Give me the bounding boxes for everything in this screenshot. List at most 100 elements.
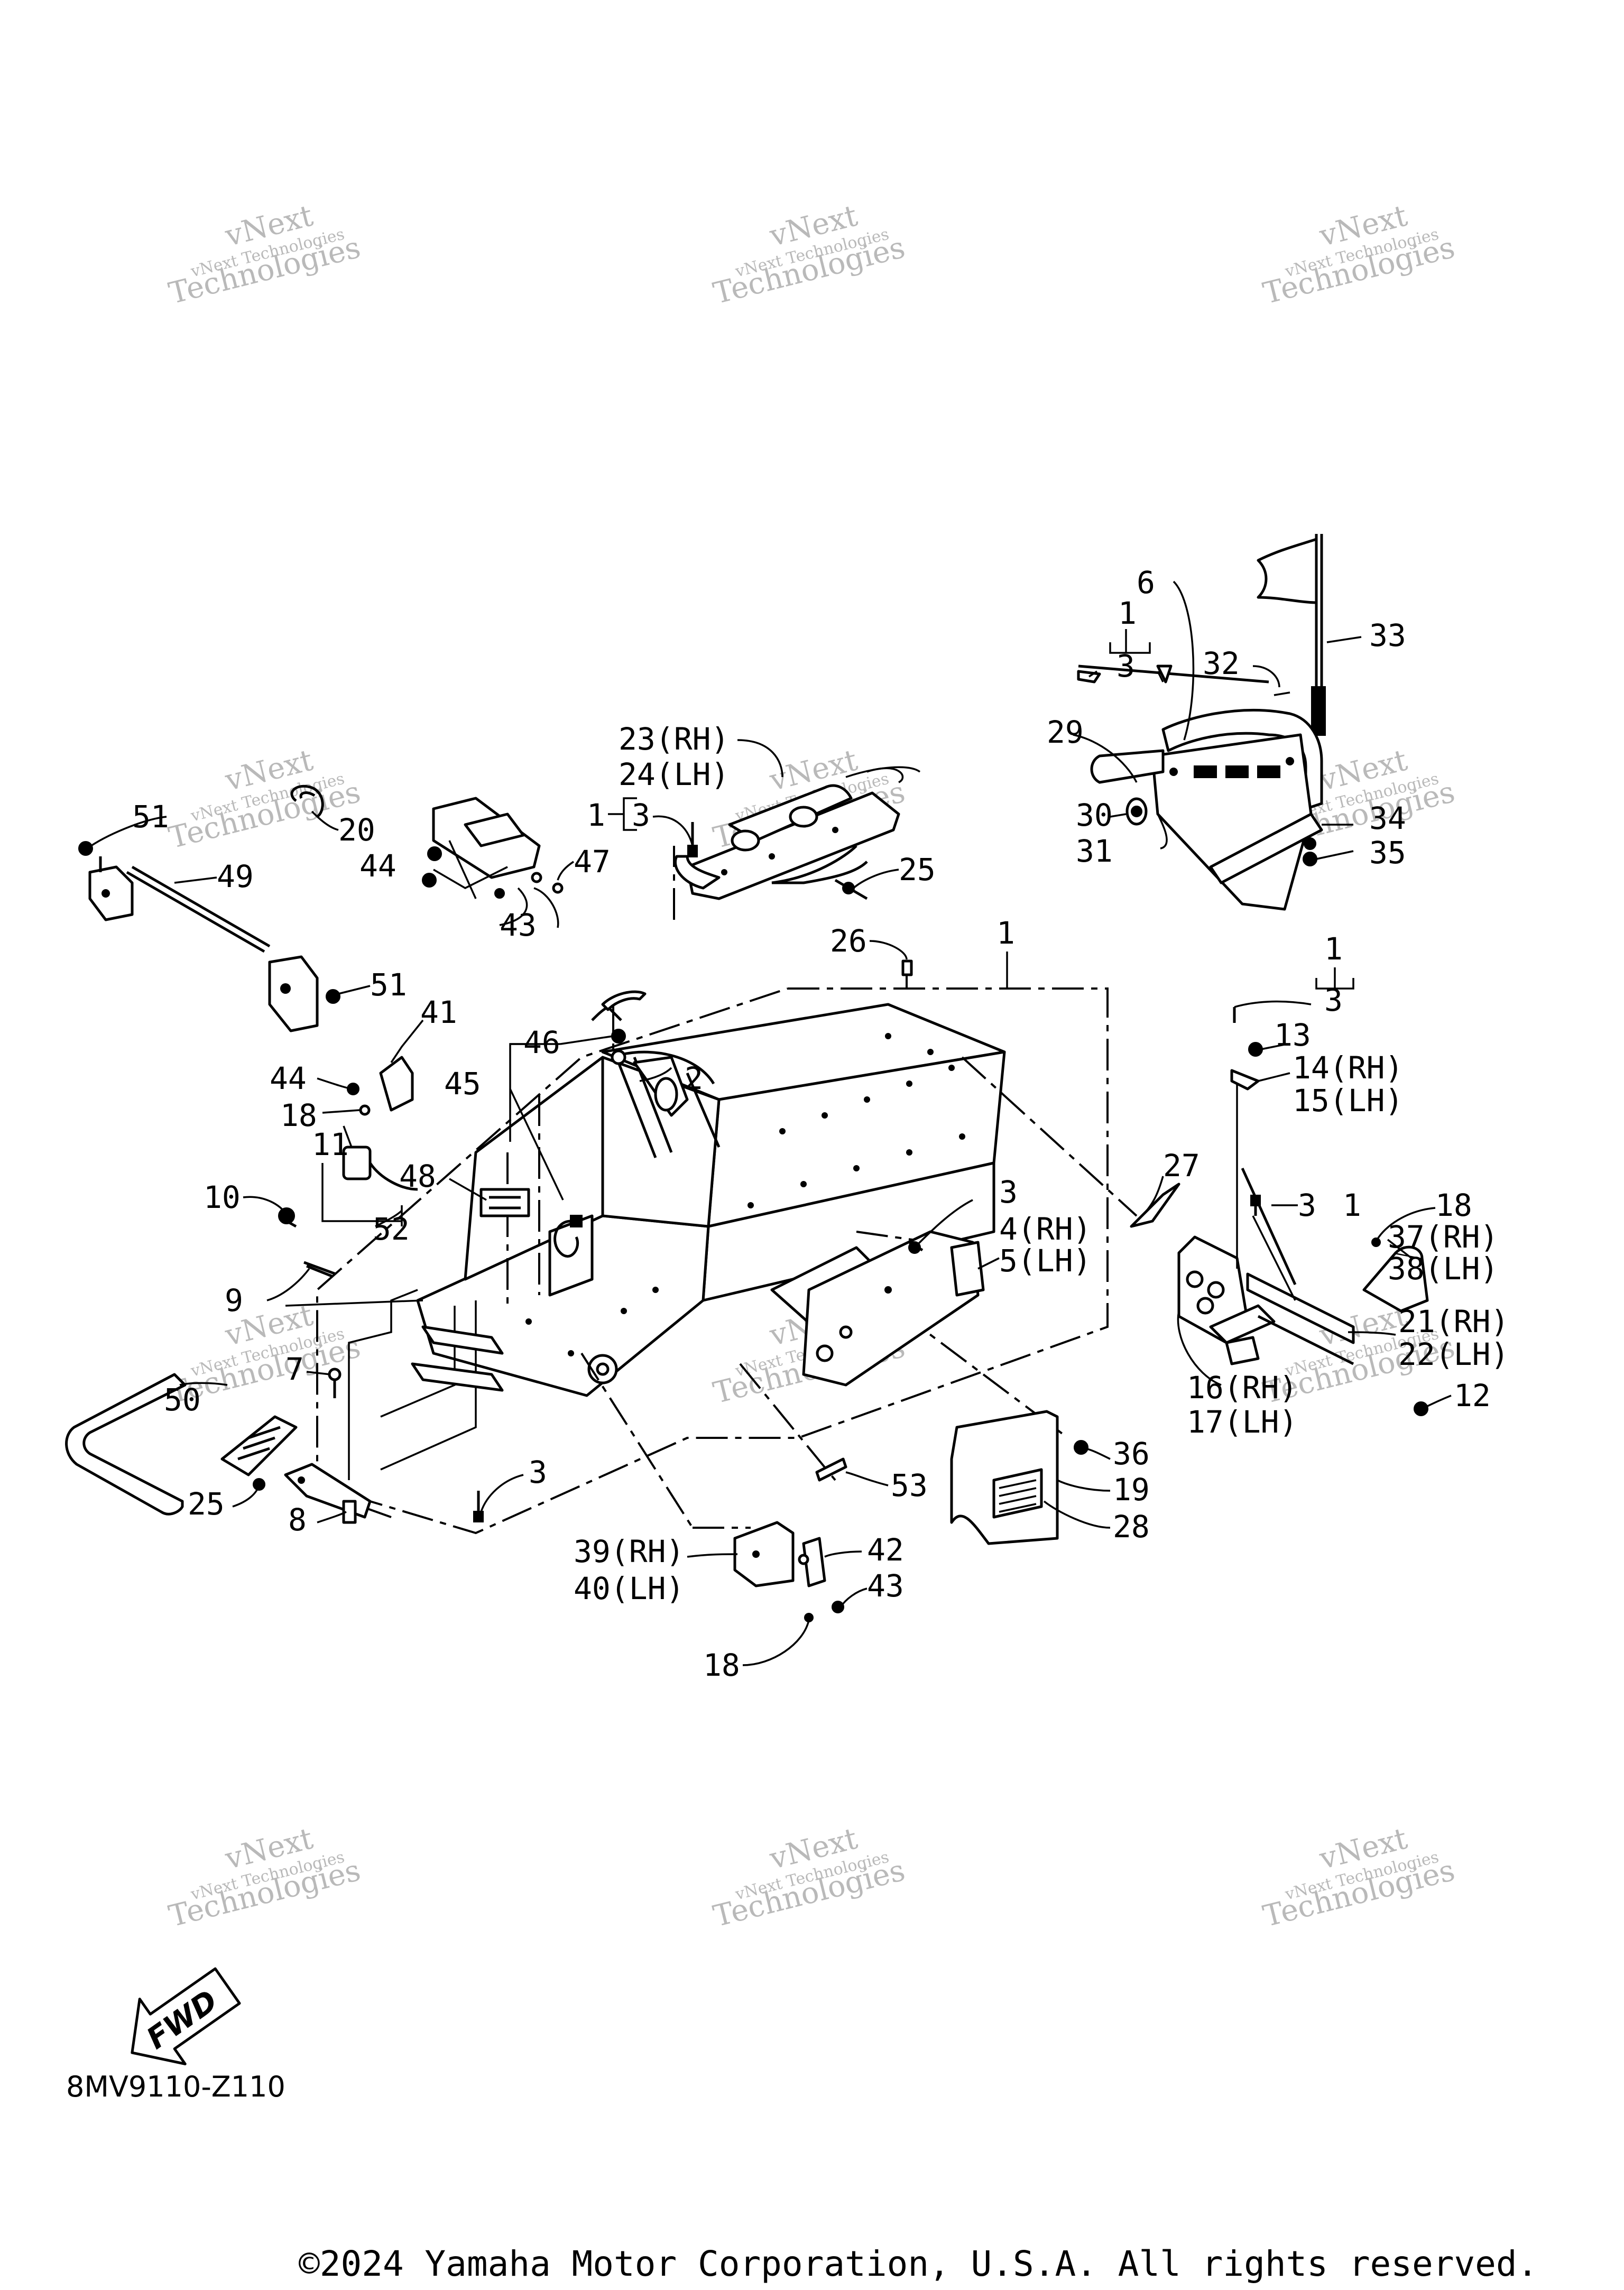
part-50-handle: [65, 1373, 187, 1516]
part-23-24-rail: [674, 766, 921, 900]
callout-2: 2: [685, 1060, 703, 1096]
part-8-bracket: [284, 1463, 372, 1524]
callout-26: 26: [830, 923, 867, 959]
callout-4-rh: 4(RH): [999, 1211, 1092, 1247]
part-43b-bolt: [832, 1601, 844, 1613]
callout-33: 33: [1369, 617, 1406, 653]
part-18c: [804, 1613, 814, 1622]
callout-3: 3: [632, 797, 650, 833]
callout-3: 3: [999, 1174, 1018, 1210]
part-3-upper: [687, 822, 698, 857]
callout-1: 1: [587, 797, 605, 833]
callout-37-rh: 37(RH): [1388, 1219, 1499, 1255]
callout-51: 51: [132, 799, 169, 835]
callout-3: 3: [1298, 1187, 1316, 1223]
callout-8: 8: [288, 1502, 307, 1538]
callout-39-rh: 39(RH): [574, 1534, 685, 1569]
callout-17-lh: 17(LH): [1187, 1404, 1298, 1440]
callout-18: 18: [280, 1097, 317, 1133]
callout-3: 3: [1324, 982, 1343, 1018]
callout-5-lh: 5(LH): [999, 1243, 1092, 1279]
part-6-rear-bumper: [1090, 708, 1323, 911]
part-33-flag: [1257, 534, 1326, 736]
diagram-code: 8MV9110-Z110: [66, 2070, 285, 2103]
callout-1: 1: [1118, 595, 1137, 631]
callout-leaders: [86, 580, 1452, 1666]
callout-45: 45: [444, 1066, 481, 1102]
callout-18: 18: [1435, 1187, 1472, 1223]
callout-23-rh: 23(RH): [619, 721, 730, 757]
callout-21-rh: 21(RH): [1398, 1304, 1509, 1340]
callout-27: 27: [1163, 1148, 1200, 1184]
callout-47: 47: [574, 844, 611, 880]
callout-43: 43: [500, 907, 537, 943]
callout-1: 1: [996, 915, 1015, 951]
part-37-38-bracket: [1362, 1245, 1429, 1313]
part-46-cable: [591, 990, 647, 1065]
callout-28: 28: [1113, 1509, 1150, 1545]
part-51-bolts: [78, 841, 340, 1004]
callout-11: 11: [312, 1126, 349, 1162]
callout-36: 36: [1113, 1436, 1150, 1472]
part-29-30-31-hardware: [1077, 664, 1317, 866]
callout-9: 9: [225, 1282, 243, 1318]
watermark: vNext vNext Technologies Technologies: [165, 743, 364, 855]
callout-3: 3: [1116, 648, 1135, 684]
callout-44: 44: [270, 1060, 307, 1096]
part-49-shaft: [88, 856, 319, 1032]
callout-13: 13: [1274, 1017, 1311, 1053]
part-36-bolt: [1074, 1440, 1088, 1455]
callout-25: 25: [188, 1486, 225, 1522]
callout-1: 1: [1324, 931, 1343, 967]
part-2: [633, 1056, 689, 1117]
part-7-bolt: [328, 1368, 342, 1398]
part-3-lower: [473, 1491, 484, 1522]
callout-6: 6: [1137, 565, 1155, 601]
callout-29: 29: [1047, 714, 1084, 750]
callout-53: 53: [891, 1467, 928, 1503]
fwd-arrow-icon: FWD: [131, 1967, 241, 2065]
callout-18: 18: [703, 1647, 740, 1683]
part-16-17-footrest: [1177, 1235, 1276, 1365]
callout-51: 51: [370, 967, 407, 1003]
callout-35: 35: [1369, 835, 1406, 871]
part-13-15: [1230, 1007, 1263, 1091]
callout-49: 49: [217, 858, 254, 894]
part-19-side-panel: [950, 1410, 1059, 1545]
watermark: vNext vNext Technologies Technologies: [1260, 198, 1458, 311]
part-10-bolt: [278, 1207, 297, 1228]
callout-7: 7: [285, 1351, 304, 1387]
part-25-lower: [220, 1415, 298, 1491]
part-18b: [1371, 1238, 1381, 1247]
callout-30: 30: [1076, 797, 1113, 833]
callout-20: 20: [338, 812, 375, 848]
callout-1: 1: [1343, 1187, 1361, 1223]
callout-25: 25: [899, 852, 936, 888]
part-41-bracket: [347, 1056, 414, 1116]
callout-38-lh: 38(LH): [1388, 1251, 1499, 1287]
callout-22-lh: 22(LH): [1398, 1336, 1509, 1372]
watermark: vNext vNext Technologies Technologies: [165, 1821, 364, 1934]
part-53-clip: [815, 1457, 847, 1482]
part-12-nut: [1414, 1401, 1428, 1416]
part-11-52-switch: [321, 1146, 418, 1226]
callout-50: 50: [164, 1382, 201, 1418]
frame-group-boundary: [316, 987, 1109, 1535]
callout-16-rh: 16(RH): [1187, 1370, 1298, 1406]
part-48-decal: [479, 1188, 530, 1217]
callout-19: 19: [1113, 1472, 1150, 1508]
part-45-cable: [553, 1215, 583, 1258]
part-upper-bracket: [422, 797, 564, 899]
callout-34: 34: [1369, 800, 1406, 836]
callout-41: 41: [420, 994, 457, 1030]
watermark: vNext vNext Technologies Technologies: [1260, 1821, 1458, 1934]
callout-43: 43: [867, 1568, 904, 1604]
callout-labels: 6 1 3 33 32 29 30 31 34 35 23(RH) 24(LH)…: [132, 565, 1509, 1683]
watermark: vNext vNext Technologies Technologies: [165, 198, 364, 311]
callout-3: 3: [529, 1454, 547, 1490]
part-26: [901, 959, 913, 976]
part-3-right: [1250, 1195, 1261, 1216]
callout-32: 32: [1203, 645, 1240, 681]
callout-40-lh: 40(LH): [574, 1571, 685, 1606]
